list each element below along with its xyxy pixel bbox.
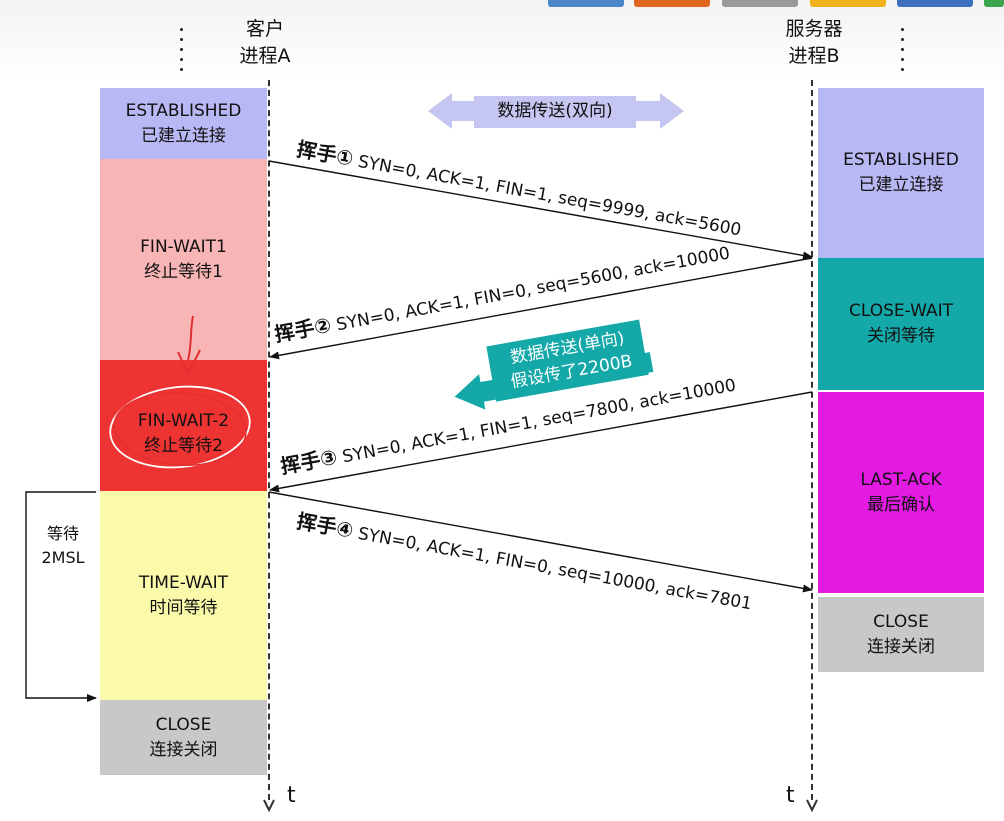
one-way-label-bg: [486, 319, 649, 402]
client-header: 客户 进程A: [215, 16, 315, 70]
server-time-arrowhead: [806, 799, 818, 813]
state-desc: 终止等待1: [144, 261, 223, 282]
client-state-fin-wait-1: FIN-WAIT1 终止等待1: [100, 159, 267, 360]
server-state-close: CLOSE 连接关闭: [818, 597, 984, 672]
wave-3-arrow: [269, 391, 813, 493]
client-timeline: [268, 80, 270, 800]
server-state-close-wait: CLOSE-WAIT 关闭等待: [818, 258, 984, 390]
client-state-time-wait: TIME-WAIT 时间等待: [100, 491, 267, 700]
wait-2msl-bracket: [25, 491, 97, 702]
wait-2msl-label: 等待 2MSL: [28, 522, 98, 570]
state-name: CLOSE-WAIT: [848, 301, 953, 321]
client-state-close: CLOSE 连接关闭: [100, 700, 267, 775]
top-tab-5[interactable]: [897, 0, 973, 7]
top-tab-3[interactable]: [722, 0, 798, 7]
client-state-established: ESTABLISHED 已建立连接: [100, 88, 267, 159]
state-name: FIN-WAIT1: [140, 236, 227, 257]
client-time-arrowhead: [263, 799, 275, 813]
bidirectional-label: 数据传送(双向): [497, 101, 613, 121]
client-process: 进程A: [239, 45, 291, 67]
wave-2-arrow: [269, 257, 813, 360]
server-timeline: [811, 80, 813, 800]
state-desc: 时间等待: [149, 597, 218, 618]
wave-1-arrow: [268, 160, 813, 260]
server-ellipsis: [901, 28, 905, 78]
top-tab-1[interactable]: [548, 0, 624, 7]
annotation-arrow: [177, 315, 201, 377]
state-desc: 已建立连接: [858, 175, 944, 195]
state-name: CLOSE: [155, 714, 212, 735]
client-title: 客户: [245, 18, 284, 40]
state-desc: 已建立连接: [141, 125, 226, 146]
top-tab-4[interactable]: [810, 0, 886, 7]
state-desc: 连接关闭: [867, 636, 935, 657]
top-tab-6[interactable]: [984, 0, 1004, 7]
top-banner: [0, 0, 1004, 80]
state-name: ESTABLISHED: [125, 100, 242, 121]
server-process: 进程B: [788, 45, 840, 67]
top-tab-2[interactable]: [634, 0, 710, 7]
state-name: CLOSE: [873, 611, 929, 632]
wait-line-2: 2MSL: [41, 548, 85, 567]
wave-4-arrow: [268, 491, 813, 593]
state-desc: 连接关闭: [149, 739, 218, 760]
annotation-circle: [109, 385, 251, 469]
client-state-fin-wait-2: FIN-WAIT-2 终止等待2: [100, 360, 267, 491]
state-name: ESTABLISHED: [843, 150, 959, 170]
wait-line-1: 等待: [46, 524, 79, 543]
state-name: LAST-ACK: [860, 469, 942, 490]
server-state-established: ESTABLISHED 已建立连接: [818, 88, 984, 258]
state-name: TIME-WAIT: [138, 572, 229, 593]
state-desc: 最后确认: [867, 494, 935, 515]
server-header: 服务器 进程B: [764, 16, 864, 70]
bidirectional-label-bg: [474, 96, 636, 128]
state-name: FIN-WAIT-2: [137, 410, 230, 431]
server-time-label: t: [786, 783, 795, 808]
server-title: 服务器: [785, 18, 843, 40]
server-state-last-ack: LAST-ACK 最后确认: [818, 392, 984, 593]
state-desc: 终止等待2: [144, 435, 223, 456]
state-desc: 关闭等待: [867, 326, 935, 346]
client-ellipsis: [180, 28, 184, 78]
client-time-label: t: [287, 783, 296, 808]
